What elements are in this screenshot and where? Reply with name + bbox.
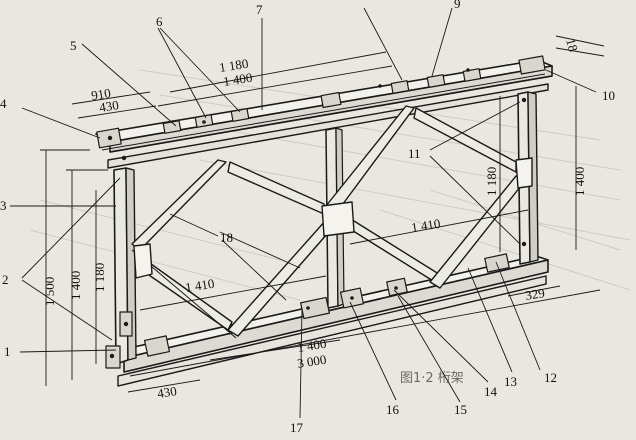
dim-bottom-329: 329 (524, 285, 546, 303)
label-9: 9 (454, 0, 461, 11)
label-4: 4 (0, 96, 7, 111)
dim-right-1180: 1 180 (484, 167, 499, 196)
label-2: 2 (2, 272, 9, 287)
label-15: 15 (454, 402, 467, 417)
label-13: 13 (504, 374, 517, 389)
dimension-labels: 1 180 1 400 910 430 18 1 500 1 400 1 180… (42, 37, 587, 401)
label-12: 12 (544, 370, 557, 385)
dim-top-430: 430 (98, 97, 120, 115)
dim-mid-1410-left: 1 410 (184, 276, 215, 295)
label-16: 16 (386, 402, 400, 417)
gusset-plates (133, 157, 533, 279)
leader-lines (10, 7, 597, 419)
label-18: 18 (220, 230, 233, 245)
label-3: 3 (0, 198, 7, 213)
dim-left-1400: 1 400 (68, 271, 83, 300)
label-7: 7 (256, 2, 263, 17)
label-5: 5 (70, 38, 77, 53)
diagonal-braces (131, 105, 525, 339)
dimension-lines (40, 35, 605, 393)
dim-top-1400: 1 400 (222, 70, 253, 89)
dim-top-910: 910 (90, 85, 112, 103)
truss-structure (95, 55, 553, 387)
dim-left-1180: 1 180 (92, 263, 107, 292)
label-14: 14 (484, 384, 498, 399)
caption-fragment: 图1·2 桁架 (400, 371, 464, 386)
label-10: 10 (602, 88, 615, 103)
part-labels: 1 2 3 4 5 6 7 9 10 11 12 13 14 15 16 17 … (0, 0, 615, 435)
dim-thickness-18: 18 (563, 37, 581, 54)
dim-left-1500: 1 500 (42, 277, 57, 306)
dim-top-1180: 1 180 (218, 56, 249, 75)
dim-bottom-3000: 3 000 (296, 352, 327, 371)
dim-mid-1410-right: 1 410 (410, 216, 441, 235)
pin-holes (107, 68, 527, 359)
label-6: 6 (156, 14, 163, 29)
label-1: 1 (4, 344, 11, 359)
dim-bottom-1400: 1 400 (296, 336, 327, 355)
label-11: 11 (408, 146, 421, 161)
dim-bottom-430: 430 (156, 383, 178, 401)
label-17: 17 (290, 420, 304, 435)
dim-right-1400: 1 400 (572, 167, 587, 196)
